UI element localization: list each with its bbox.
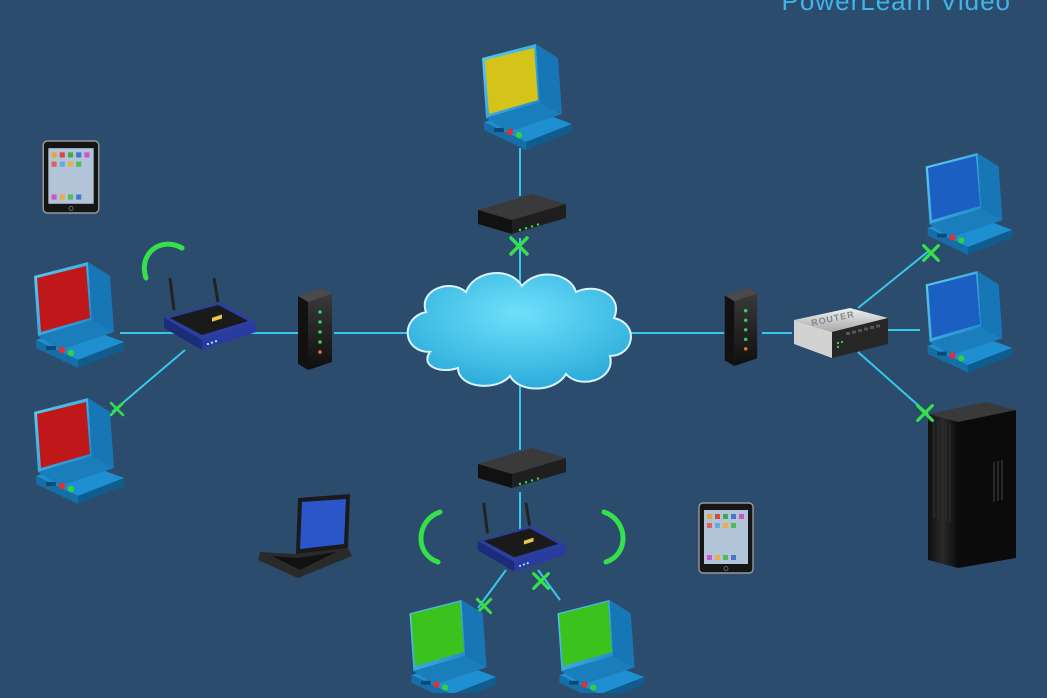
- screen-blue: [928, 156, 980, 220]
- tablet-icon: [42, 140, 100, 214]
- server-tower-icon: [927, 402, 1017, 568]
- link-wireless-router-bottom-to-pc-green-right: [537, 569, 561, 601]
- link-pc-red-bottom-to-wireless-router-left: [111, 349, 186, 413]
- dsl-modem-icon: [478, 448, 566, 488]
- tablet-icon: [698, 502, 754, 574]
- wireless-router-icon: [476, 502, 568, 574]
- screen-red: [37, 402, 90, 468]
- link-network-router-to-server: [857, 351, 929, 415]
- wireless-router-icon: [162, 278, 258, 352]
- wifi-signal-icon: [141, 241, 185, 281]
- wifi-signal-icon: [418, 509, 626, 565]
- screen-green: [559, 602, 612, 666]
- cable-modem-icon: [724, 287, 758, 366]
- screen-blue: [928, 274, 980, 338]
- broken-link-icon: [916, 404, 934, 422]
- brand-title: PowerLearn Video: [781, 0, 1011, 16]
- internet-cloud-icon: [406, 272, 632, 390]
- broken-link-icon: [109, 401, 125, 417]
- laptop-icon: [258, 494, 352, 578]
- screen-yellow: [485, 48, 538, 114]
- cable-modem-icon: [298, 288, 332, 370]
- link-wireless-router-bottom-to-pc-green-left: [477, 569, 507, 609]
- network-router-icon: ROUTER: [794, 308, 888, 358]
- screen-green: [411, 602, 464, 666]
- screen-red: [37, 266, 90, 332]
- dsl-modem-icon: [478, 194, 566, 234]
- link-network-router-to-pc-blue-top: [857, 249, 931, 309]
